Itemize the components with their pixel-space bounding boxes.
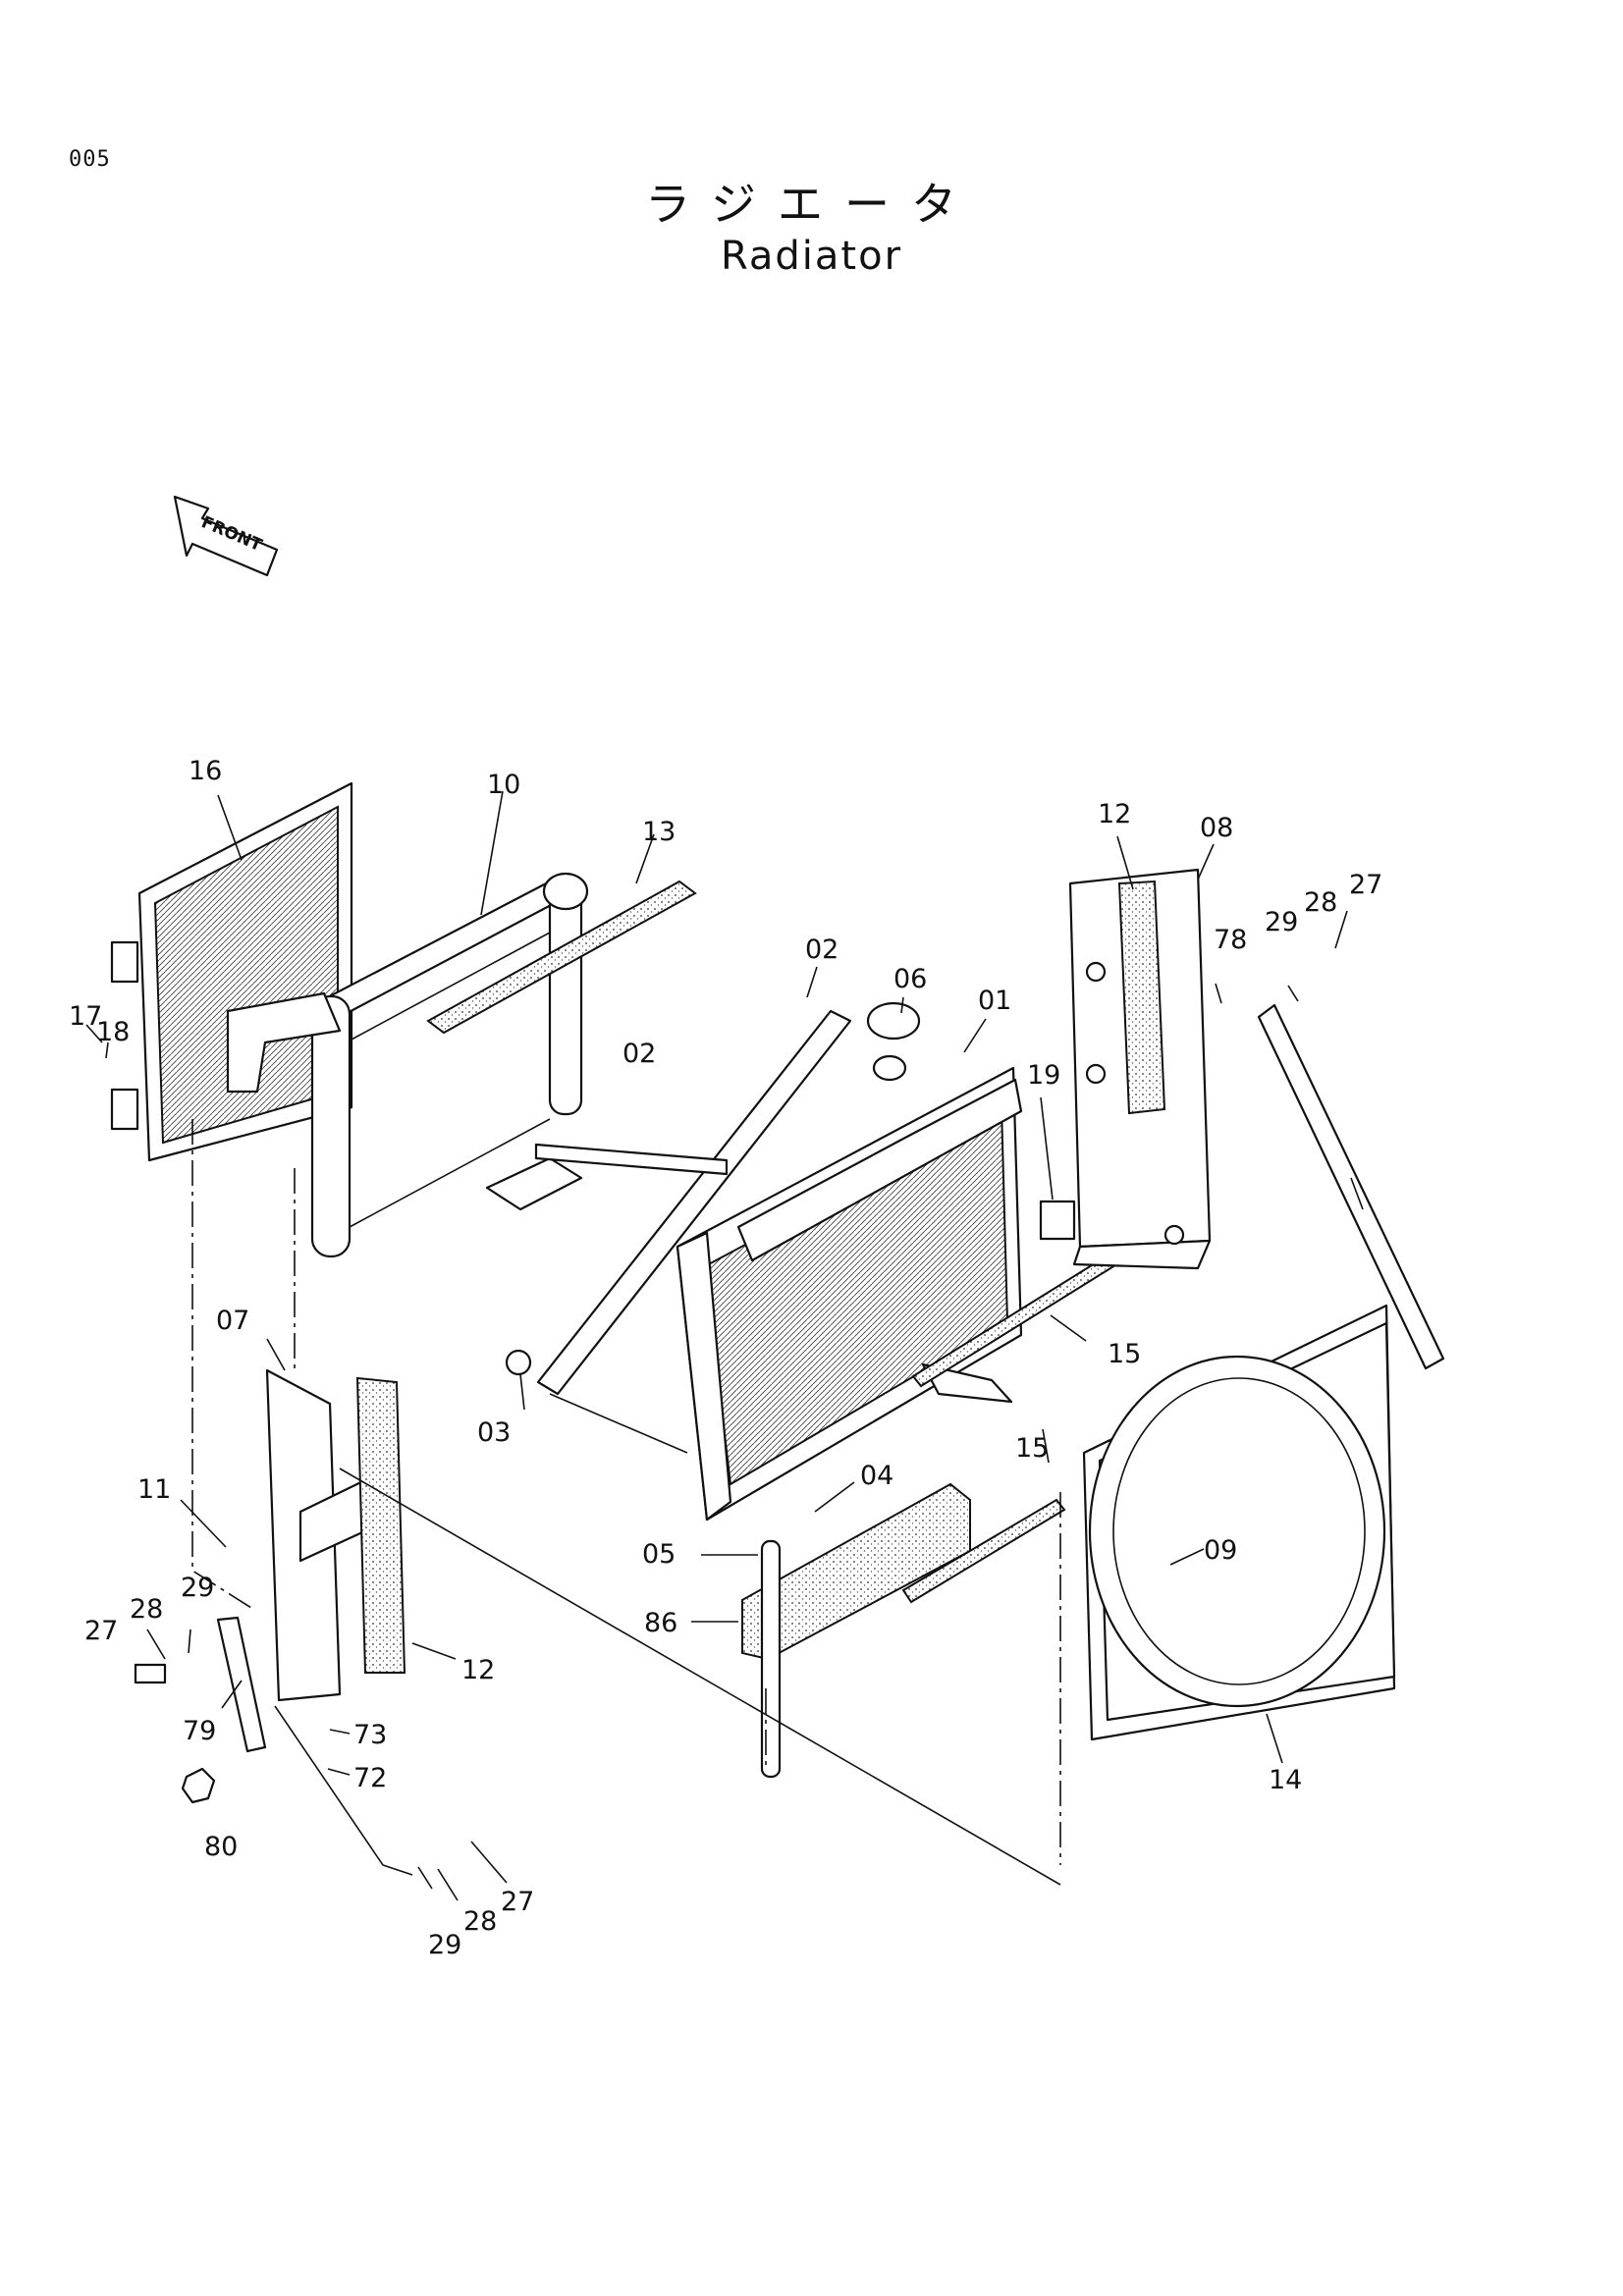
callout-02-lower: 02 <box>622 1039 656 1069</box>
callout-13: 13 <box>642 817 676 847</box>
screen-panel-part <box>110 781 353 1162</box>
bolt-03-part <box>505 1349 532 1376</box>
callout-73: 73 <box>353 1720 387 1750</box>
callout-12-lower: 12 <box>461 1655 495 1685</box>
callout-19: 19 <box>1027 1060 1060 1091</box>
page-title-japanese: ラジエータ <box>644 178 979 231</box>
stay-79-part <box>216 1616 267 1753</box>
callout-27-left: 27 <box>84 1616 118 1646</box>
callout-15-upper: 15 <box>1108 1339 1141 1369</box>
bracket-07-part <box>265 1368 406 1702</box>
stay-78-part <box>1257 1003 1445 1370</box>
bracket-08-part <box>1068 868 1212 1270</box>
page-title: Radiator <box>720 234 903 279</box>
callout-01: 01 <box>978 986 1011 1016</box>
callout-18: 18 <box>96 1017 130 1047</box>
seal-strip-15-lower-part <box>901 1498 1066 1604</box>
stay-02-upper-part <box>536 1009 852 1396</box>
radiator-cap-06-part <box>866 1001 921 1041</box>
callout-27-bottom: 27 <box>501 1887 534 1917</box>
callout-78: 78 <box>1214 925 1247 955</box>
callout-14: 14 <box>1269 1765 1302 1795</box>
callout-04: 04 <box>860 1461 893 1491</box>
callout-11: 11 <box>137 1474 171 1505</box>
callout-29-left: 29 <box>181 1573 214 1603</box>
radiator-core-part <box>676 1054 1076 1522</box>
callout-79: 79 <box>183 1716 216 1746</box>
callout-06: 06 <box>893 964 927 994</box>
callout-29-upper: 29 <box>1265 907 1298 937</box>
callout-08: 08 <box>1200 813 1233 843</box>
callout-03: 03 <box>477 1417 511 1448</box>
callout-10: 10 <box>487 770 520 800</box>
callout-72: 72 <box>353 1763 387 1793</box>
callout-05: 05 <box>642 1539 676 1570</box>
front-direction-arrow-icon: FRONT <box>173 495 279 577</box>
callout-29-bottom: 29 <box>428 1930 461 1960</box>
callout-15-lower: 15 <box>1015 1433 1049 1464</box>
callout-80: 80 <box>204 1832 238 1862</box>
condenser-part <box>226 872 589 1258</box>
callout-16: 16 <box>189 756 222 786</box>
stay-02-lower-part <box>534 1143 729 1176</box>
callout-labels: 16 10 13 17 18 02 02 06 01 19 12 08 78 2… <box>69 756 1382 1960</box>
callout-12-upper: 12 <box>1098 799 1131 829</box>
callout-28-bottom: 28 <box>463 1906 497 1937</box>
callout-17: 17 <box>69 1001 102 1032</box>
callout-86: 86 <box>644 1608 677 1638</box>
fan-shroud-14-part <box>1082 1304 1396 1741</box>
callout-09: 09 <box>1204 1535 1237 1566</box>
foam-seal-13-part <box>426 880 697 1035</box>
callout-28-upper: 28 <box>1304 887 1337 918</box>
callout-27-upper: 27 <box>1349 870 1382 900</box>
nut-80-part <box>181 1767 216 1804</box>
callout-28-left: 28 <box>130 1594 163 1625</box>
bolt-27-left-part <box>134 1663 167 1684</box>
leader-lines <box>85 790 1364 1901</box>
drain-hose-05-part <box>760 1539 782 1779</box>
callout-02-upper: 02 <box>805 934 839 965</box>
page-number: 005 <box>69 147 111 172</box>
callout-07: 07 <box>216 1306 249 1336</box>
